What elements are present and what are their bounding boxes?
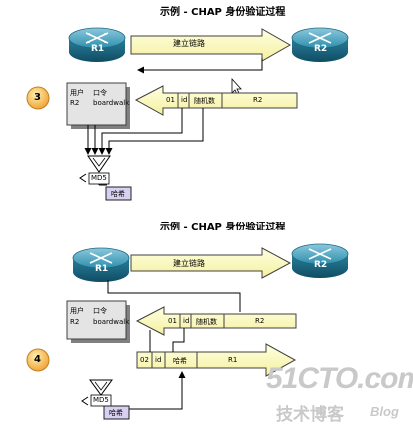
hash-box-1 [105, 186, 132, 201]
md5-funnel-1-icon [87, 155, 111, 173]
pkt1-random: 随机数 [194, 97, 215, 105]
step-3-circle [26, 86, 50, 110]
db-user: R2 [70, 99, 80, 107]
challenge-arrow-1 [134, 85, 298, 116]
link-label: 建立链路 [173, 39, 205, 48]
db2-user: R2 [70, 318, 80, 326]
pkt-in-code: 01 [168, 317, 177, 325]
response-arrow [136, 343, 297, 377]
db2-pass: boardwalk [93, 318, 130, 326]
return-line [137, 58, 263, 74]
md5-label-box-2 [90, 394, 112, 407]
diagram-2-title: 示例 - CHAP 身份验证过程 [160, 222, 286, 230]
md5-label-2: MD5 [93, 396, 109, 404]
md5-funnel-2-icon [89, 379, 113, 396]
link-label-2: 建立链路 [173, 259, 205, 268]
step-3-label: 3 [34, 92, 41, 103]
pkt1-name: R2 [253, 96, 263, 104]
db-box-2 [66, 300, 127, 340]
r1-to-response-line [107, 280, 241, 312]
db-box-1 [66, 82, 127, 126]
router-r1-label: R1 [91, 44, 105, 54]
link-arrow [130, 28, 292, 62]
challenge-arrow-2 [135, 306, 297, 336]
pkt1-code: 01 [166, 96, 175, 104]
db2-header-user: 用户 [70, 307, 84, 315]
db2-header-pass: 口令 [93, 307, 107, 315]
md5-label-box-1 [88, 172, 110, 185]
router-r1-icon [68, 27, 126, 62]
hash-label-1: 哈希 [111, 190, 125, 198]
step-4-circle [26, 348, 50, 372]
pkt-in-id: id [183, 317, 190, 325]
watermark-site: 51CTO.com [266, 362, 413, 395]
diagram-1-title: 示例 - CHAP 身份验证过程 [160, 7, 286, 18]
pkt1-id: id [181, 96, 188, 104]
router-r1-icon-2 [72, 247, 130, 282]
link-arrow-2 [130, 247, 292, 279]
hash-label-2: 哈希 [109, 409, 123, 417]
watermark-blog: Blog [370, 404, 399, 419]
pkt-out-name: R1 [228, 356, 238, 364]
watermark-cn: 技术博客 [276, 405, 344, 425]
pkt-in-name: R2 [255, 317, 265, 325]
md5-label-1: MD5 [91, 174, 107, 182]
router-r2-label-2: R2 [314, 260, 328, 270]
router-r2-label: R2 [314, 44, 328, 54]
db-header-user: 用户 [70, 89, 84, 97]
pkt-out-hash: 哈希 [173, 357, 187, 365]
router-r2-icon-2 [291, 243, 349, 278]
pkt-out-id: id [155, 356, 162, 364]
router-r1-label-2: R1 [95, 264, 109, 274]
db-header-pass: 口令 [93, 89, 107, 97]
pkt-in-random: 随机数 [196, 318, 217, 326]
db-pass: boardwalk [93, 99, 130, 107]
pkt-out-code: 02 [140, 356, 149, 364]
step-4-label: 4 [34, 354, 41, 365]
router-r2-icon [291, 27, 349, 62]
hash-box-2 [103, 405, 130, 420]
